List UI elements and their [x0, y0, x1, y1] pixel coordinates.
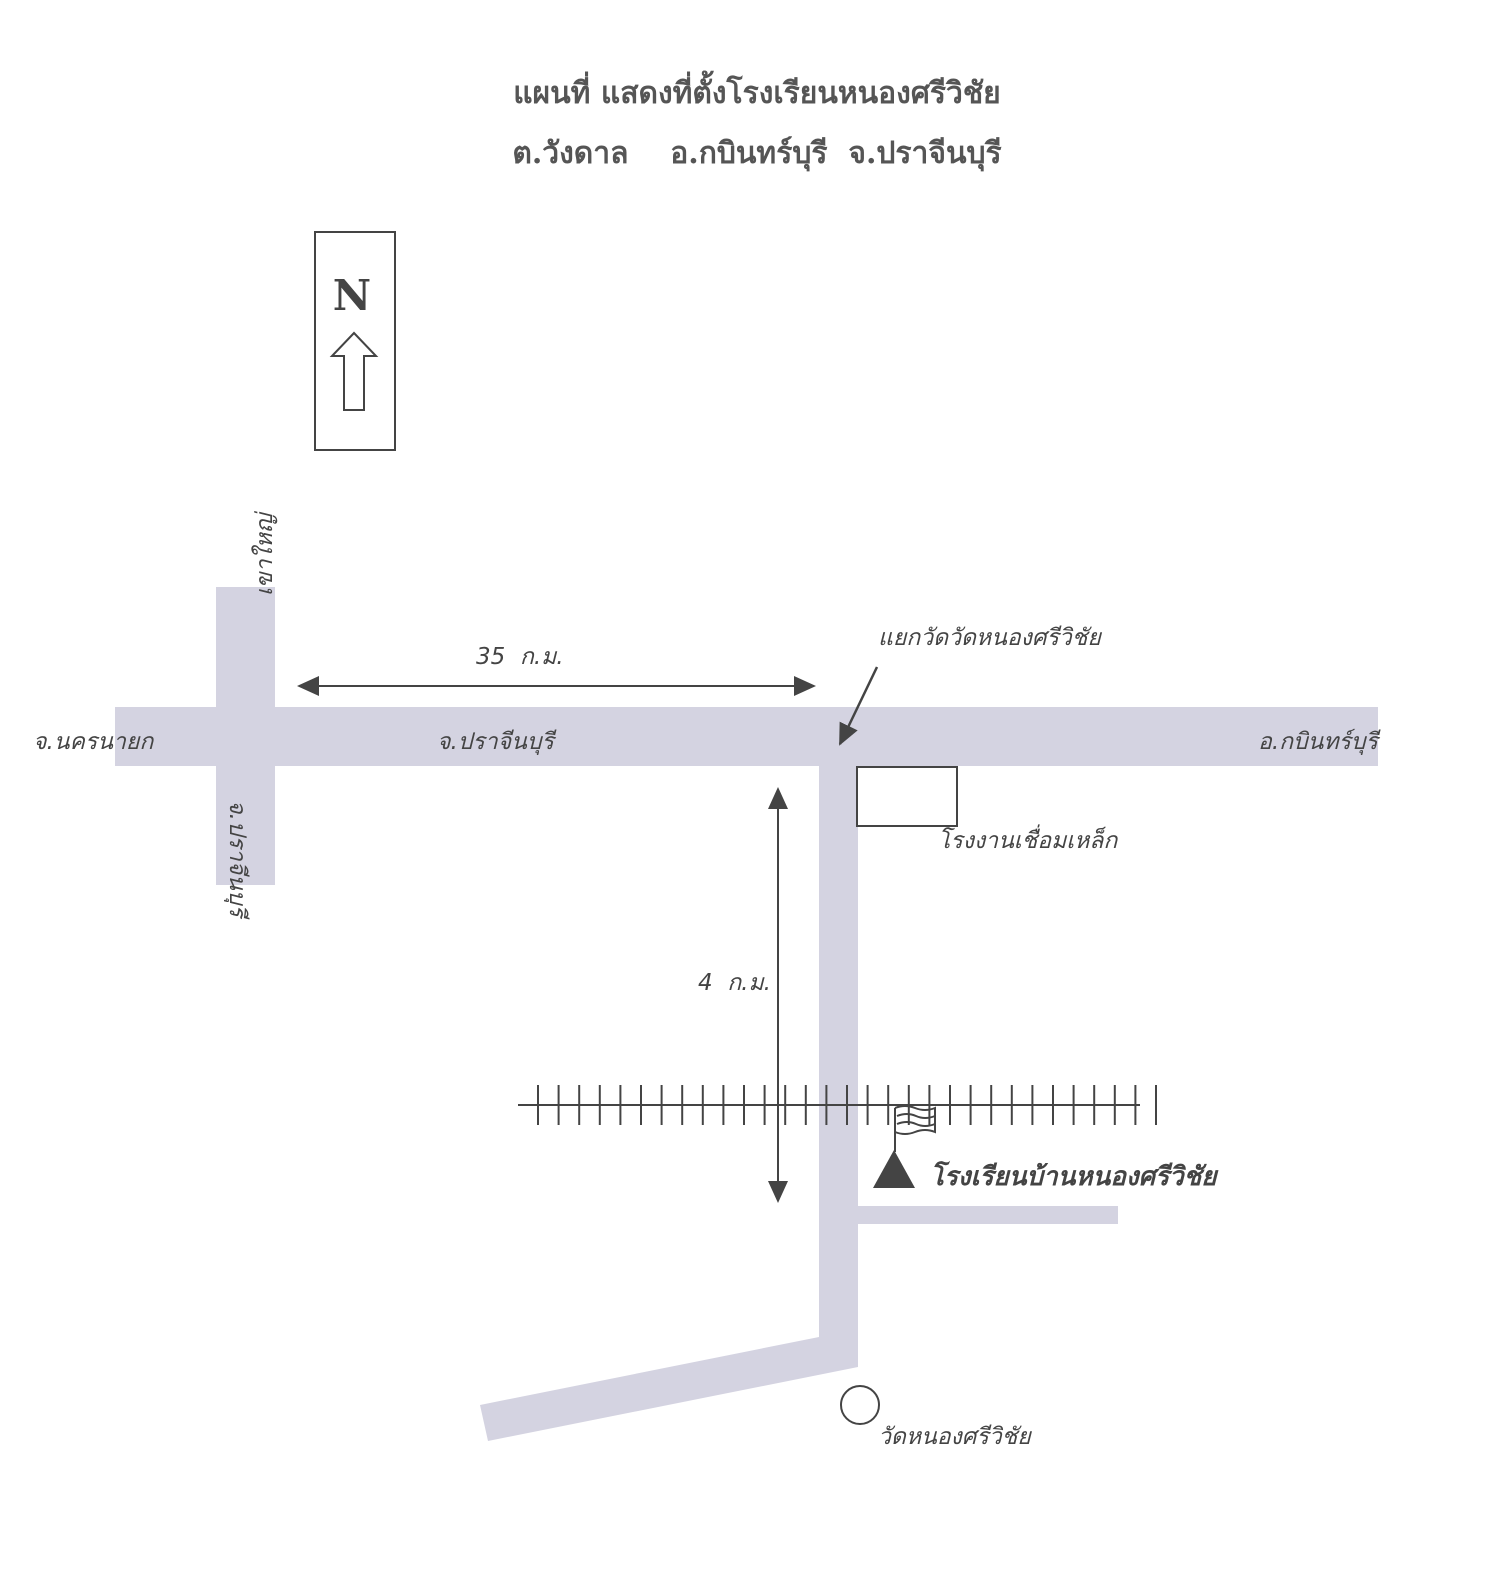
label-prachinburi-vertical: จ.ปราจีนบุรี [224, 800, 250, 920]
label-khao-yai: เขาใหญ่ [251, 511, 278, 596]
main-highway [115, 707, 1378, 766]
label-kabinburi: อ.กบินทร์บุรี [1258, 728, 1381, 755]
north-arrow-icon [329, 331, 379, 411]
north-compass: N [314, 231, 396, 451]
khao-yai-road [216, 587, 275, 885]
railway [518, 1085, 1157, 1125]
label-nakhon-nayok: จ.นครนายก [33, 729, 154, 755]
temple-marker-icon [840, 1385, 880, 1425]
distance-label-horizontal: 35 ก.ม. [476, 644, 564, 670]
side-road [858, 1206, 1118, 1224]
roads [115, 587, 1378, 1441]
school-road [480, 766, 858, 1441]
flag-icon [894, 1105, 936, 1152]
label-temple: วัดหนองศรีวิชัย [878, 1424, 1032, 1450]
map-title: แผนที่ แสดงที่ตั้งโรงเรียนหนองศรีวิชัย [513, 70, 1001, 111]
label-junction: แยกวัดวัดหนองศรีวิชัย [878, 625, 1102, 651]
label-factory: โรงงานเชื่อมเหล็ก [938, 824, 1118, 854]
distance-label-vertical: 4 ก.ม. [698, 970, 771, 996]
label-school: โรงเรียนบ้านหนองศรีวิชัย [930, 1160, 1219, 1192]
map-subtitle: ต.วังดาล อ.กบินทร์บุรี จ.ปราจีนบุรี [512, 136, 1001, 172]
junction-pointer-arrow [838, 666, 879, 746]
label-prachinburi-road: จ.ปราจีนบุรี [437, 729, 557, 755]
factory-marker [856, 766, 958, 827]
school-marker-icon [873, 1150, 915, 1188]
north-label: N [333, 271, 371, 320]
